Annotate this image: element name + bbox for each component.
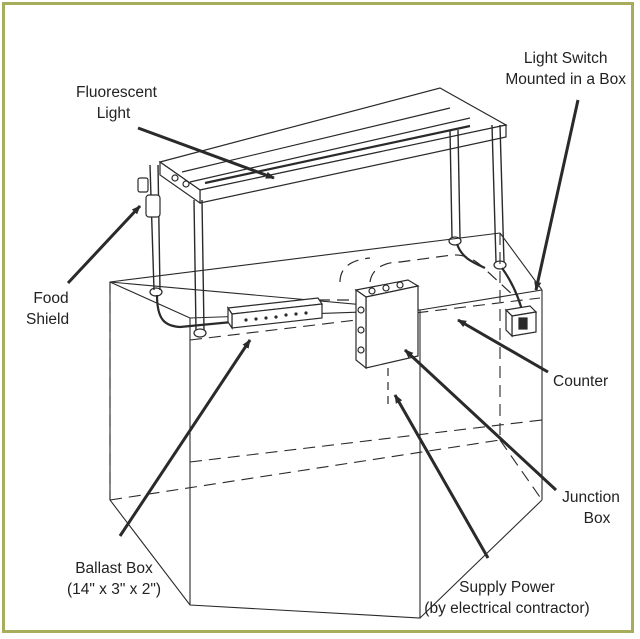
label-supply-line1: Supply Power [459, 579, 555, 596]
label-fluorescent-line1: Fluorescent [76, 84, 157, 101]
label-light-switch: Light Switch Mounted in a Box [505, 48, 626, 90]
arrow-fluorescent-light [137, 126, 275, 180]
counter-front-top-left [109, 281, 191, 319]
counter-bottom-right [419, 499, 543, 619]
arrow-ballast-box [118, 339, 252, 537]
arrow-junction-box [403, 348, 558, 492]
arrow-supply-power [393, 394, 490, 559]
label-counter: Counter [553, 373, 609, 390]
label-fluorescent-light: Fluorescent Light [76, 82, 157, 124]
label-food-line1: Food [33, 290, 69, 307]
arrow-counter [457, 318, 549, 374]
label-food-line2: Shield [26, 311, 70, 328]
label-food-shield: Food Shield [26, 288, 76, 330]
ballast-box [226, 297, 324, 330]
label-ballast-box: Ballast Box (14" x 3" x 2") [34, 558, 194, 600]
label-junction-box: Junction Box [556, 487, 626, 529]
arrow-food-shield [66, 204, 142, 285]
label-ballast-line1: Ballast Box [75, 560, 153, 577]
junction-box [354, 279, 420, 370]
label-switch-line1: Light Switch [523, 50, 608, 67]
pointer-arrows [66, 99, 580, 559]
label-fluorescent-line2: Light [96, 105, 131, 122]
counter-top-back [109, 232, 501, 283]
arrow-light-switch [534, 99, 580, 291]
label-ballast-line2: (14" x 3" x 2") [66, 581, 162, 598]
wiring [155, 243, 526, 405]
fluorescent-light-fixture [137, 87, 508, 338]
switch-box [504, 305, 538, 338]
counter-top-right-back [499, 232, 543, 291]
label-supply-power: Supply Power (by electrical contractor) [392, 577, 622, 619]
label-supply-line2: (by electrical contractor) [424, 600, 590, 617]
counter-top-right [419, 289, 543, 311]
label-junction-line1: Junction [562, 489, 620, 506]
label-junction-line2: Box [583, 510, 611, 527]
label-switch-line2: Mounted in a Box [505, 71, 626, 88]
